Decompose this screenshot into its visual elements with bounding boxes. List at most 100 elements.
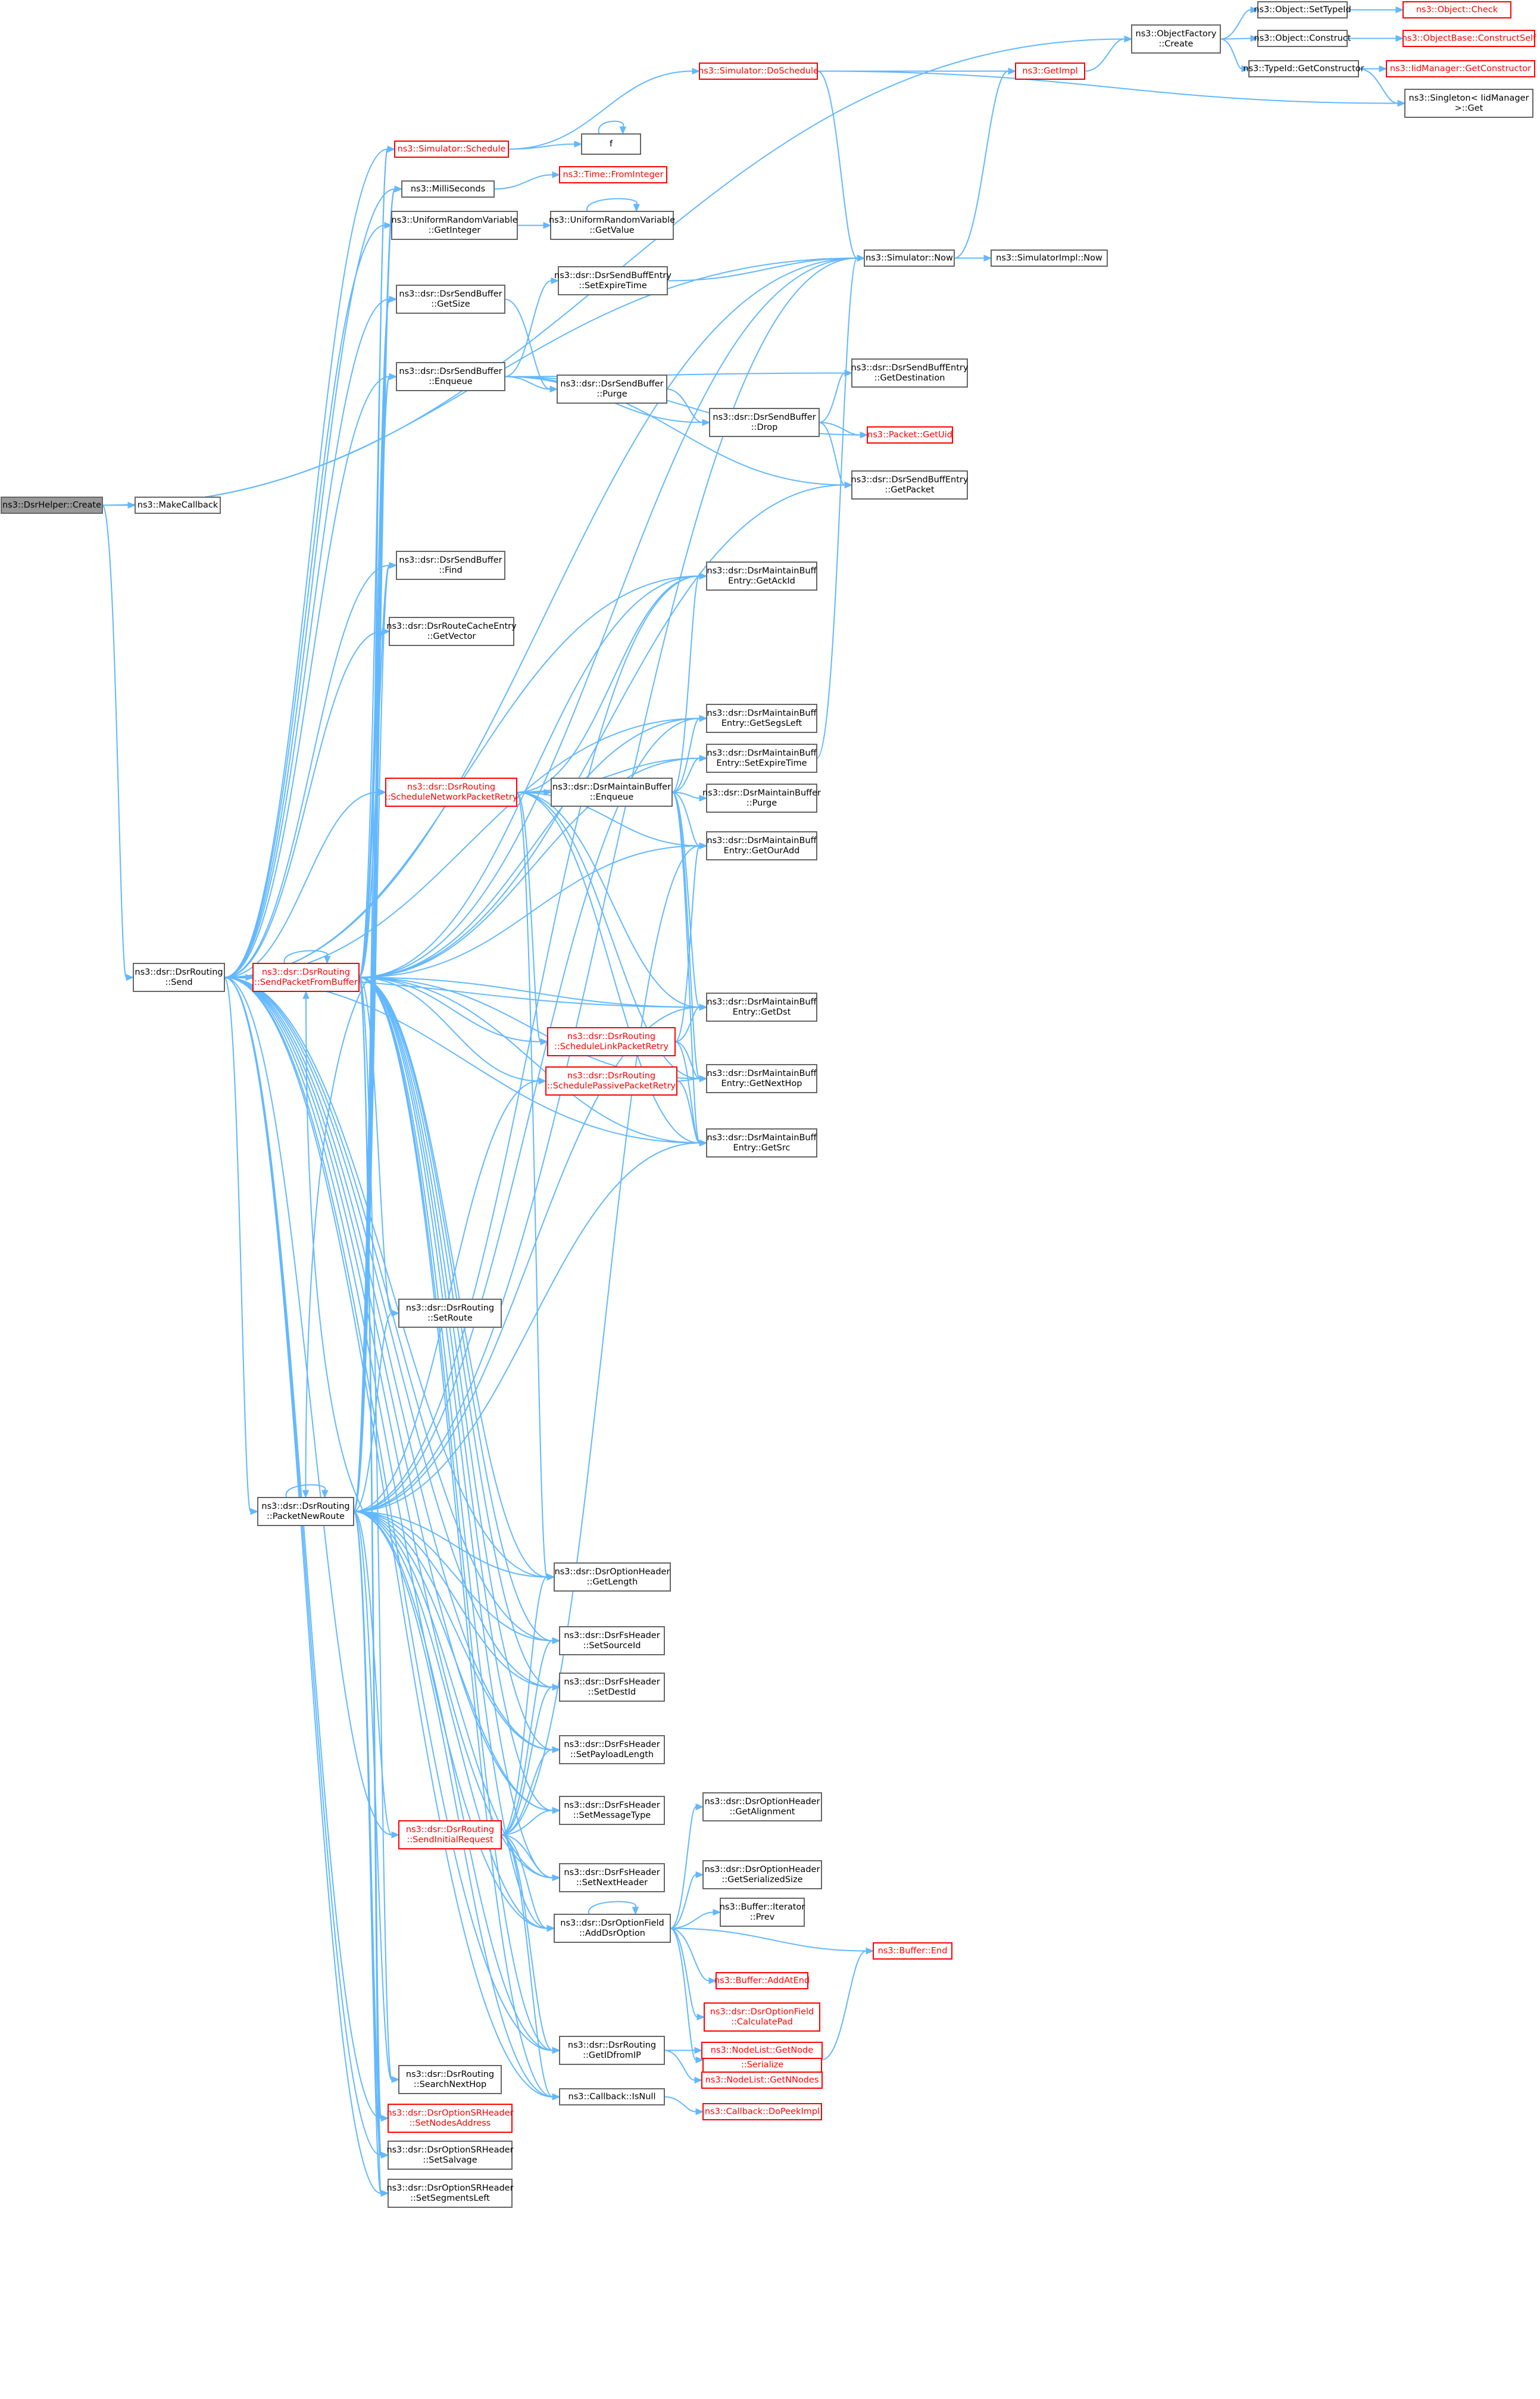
node-sr-set-segments-left[interactable]: ns3::dsr::DsrOptionSRHeader::SetSegments… bbox=[386, 2179, 514, 2208]
node-get-impl[interactable]: ns3::GetImpl bbox=[1015, 63, 1085, 80]
node-sr-set-nodes-address[interactable]: ns3::dsr::DsrOptionSRHeader::SetNodesAdd… bbox=[386, 2104, 514, 2133]
node-simulator-impl-now[interactable]: ns3::SimulatorImpl::Now bbox=[991, 249, 1108, 267]
node-sr-set-salvage[interactable]: ns3::dsr::DsrOptionSRHeader::SetSalvage bbox=[386, 2141, 514, 2170]
node-schedule-network-packet-retry[interactable]: ns3::dsr::DsrRouting::ScheduleNetworkPac… bbox=[385, 778, 518, 807]
node-label: ::Find bbox=[439, 566, 462, 575]
node-object-set-type-id[interactable]: ns3::Object::SetTypeId bbox=[1254, 1, 1351, 18]
edge-maintain-buffer-enqueue-to-maintain-buffer-purge bbox=[671, 791, 708, 802]
node-object-check[interactable]: ns3::Object::Check bbox=[1402, 1, 1511, 18]
node-box bbox=[559, 1863, 665, 1892]
node-fs-set-source-id[interactable]: ns3::dsr::DsrFsHeader::SetSourceId bbox=[559, 1626, 665, 1655]
node-f[interactable]: f bbox=[581, 133, 641, 155]
node-send-buffer-enqueue[interactable]: ns3::dsr::DsrSendBuffer::Enqueue bbox=[396, 362, 505, 391]
node-label: ::SetSalvage bbox=[423, 2155, 477, 2165]
node-callback-do-peek-impl[interactable]: ns3::Callback::DoPeekImpl bbox=[702, 2103, 822, 2120]
node-routing-send[interactable]: ns3::dsr::DsrRouting::Send bbox=[133, 963, 225, 992]
node-singleton-get[interactable]: ns3::Singleton< IidManager >::Get bbox=[1404, 89, 1533, 118]
node-send-buffer-get-size[interactable]: ns3::dsr::DsrSendBuffer::GetSize bbox=[396, 285, 505, 314]
node-node-list-get-n-nodes[interactable]: ns3::NodeList::GetNNodes bbox=[701, 2072, 823, 2089]
node-routing-get-i-dfrom-ip[interactable]: ns3::dsr::DsrRouting::GetIDfromIP bbox=[559, 2036, 665, 2065]
node-schedule-link-packet-retry[interactable]: ns3::dsr::DsrRouting::ScheduleLinkPacket… bbox=[547, 1027, 676, 1056]
edge-send-packet-from-buffer-to-schedule-link-packet-retry bbox=[358, 977, 549, 1046]
node-dsr-helper-create[interactable]: ns3::DsrHelper::Create bbox=[1, 497, 103, 514]
edge-option-field-add-dsr-option-to-buffer-add-at-end bbox=[670, 1927, 717, 1985]
node-option-field-calculate-pad[interactable]: ns3::dsr::DsrOptionField::CalculatePad bbox=[704, 2002, 820, 2032]
node-box bbox=[559, 166, 667, 183]
edge-object-set-type-id-to-object-check bbox=[1347, 6, 1404, 14]
edge-routing-send-to-route-cache-entry-get-vector bbox=[224, 628, 391, 978]
node-send-buff-entry-get-packet[interactable]: ns3::dsr::DsrSendBuffEntry::GetPacket bbox=[851, 470, 969, 500]
node-maintain-get-our-add[interactable]: ns3::dsr::DsrMaintainBuffEntry::GetOurAd… bbox=[706, 831, 817, 860]
node-maintain-buffer-purge[interactable]: ns3::dsr::DsrMaintainBuffer::Purge bbox=[702, 784, 821, 813]
node-box bbox=[257, 1497, 354, 1526]
edge-send-packet-from-buffer-to-send-buff-entry-get-packet bbox=[358, 481, 853, 978]
node-fs-set-message-type[interactable]: ns3::dsr::DsrFsHeader::SetMessageType bbox=[559, 1796, 665, 1825]
node-box bbox=[706, 704, 817, 733]
node-urv-get-integer[interactable]: ns3::UniformRandomVariable::GetInteger bbox=[391, 211, 518, 240]
node-send-initial-request[interactable]: ns3::dsr::DsrRouting::SendInitialRequest bbox=[398, 1820, 502, 1849]
node-send-buffer-find[interactable]: ns3::dsr::DsrSendBuffer::Find bbox=[396, 551, 505, 580]
node-label: ::Prev bbox=[750, 1913, 775, 1922]
node-node-list-get-node[interactable]: ns3::NodeList::GetNode bbox=[701, 2042, 823, 2059]
edge-routing-send-to-simulator-now bbox=[224, 254, 866, 978]
node-send-buff-entry-get-destination[interactable]: ns3::dsr::DsrSendBuffEntry::GetDestinati… bbox=[851, 358, 969, 388]
node-label: ::SetPayloadLength bbox=[570, 1750, 654, 1760]
node-simulator-now[interactable]: ns3::Simulator::Now bbox=[864, 249, 955, 267]
node-packet-get-uid[interactable]: ns3::Packet::GetUid bbox=[867, 426, 953, 444]
node-routing-search-next-hop[interactable]: ns3::dsr::DsrRouting::SearchNextHop bbox=[398, 2065, 502, 2094]
node-iid-manager-get-constructor[interactable]: ns3::IidManager::GetConstructor bbox=[1386, 60, 1535, 77]
node-maintain-get-segs-left[interactable]: ns3::dsr::DsrMaintainBuffEntry::GetSegsL… bbox=[706, 704, 817, 733]
node-maintain-buffer-enqueue[interactable]: ns3::dsr::DsrMaintainBuffer::Enqueue bbox=[551, 778, 673, 807]
node-box bbox=[559, 1673, 665, 1702]
node-buffer-add-at-end[interactable]: ns3::Buffer::AddAtEnd bbox=[714, 1972, 810, 1989]
node-type-id-get-constructor[interactable]: ns3::TypeId::GetConstructor bbox=[1243, 60, 1364, 77]
node-maintain-set-expire-time[interactable]: ns3::dsr::DsrMaintainBuffEntry::SetExpir… bbox=[706, 744, 817, 773]
node-fs-set-payload-length[interactable]: ns3::dsr::DsrFsHeader::SetPayloadLength bbox=[559, 1735, 665, 1764]
node-label: Entry::GetNextHop bbox=[721, 1079, 802, 1088]
node-make-callback[interactable]: ns3::MakeCallback bbox=[135, 497, 221, 514]
node-buffer-end[interactable]: ns3::Buffer::End bbox=[873, 1942, 952, 1960]
node-option-header-get-serialized-size[interactable]: ns3::dsr::DsrOptionHeader::GetSerialized… bbox=[702, 1860, 822, 1889]
edge-option-field-add-dsr-option-to-option-header-get-alignment bbox=[670, 1803, 704, 1929]
node-simulator-do-schedule[interactable]: ns3::Simulator::DoSchedule bbox=[698, 63, 819, 80]
node-option-header-get-length[interactable]: ns3::dsr::DsrOptionHeader::GetLength bbox=[554, 1562, 671, 1592]
edge-packet-new-route-to-simulator-now bbox=[353, 254, 866, 1512]
edge-send-packet-from-buffer-to-packet-new-route bbox=[302, 977, 368, 1499]
node-buffer-iterator-prev[interactable]: ns3::Buffer::Iterator::Prev bbox=[720, 1898, 805, 1927]
node-label: ::SetMessageType bbox=[573, 1811, 651, 1820]
node-send-buffer-purge[interactable]: ns3::dsr::DsrSendBuffer::Purge bbox=[557, 375, 667, 404]
node-send-packet-from-buffer[interactable]: ns3::dsr::DsrRouting::SendPacketFromBuff… bbox=[252, 963, 360, 992]
node-object-factory-create[interactable]: ns3::ObjectFactory::Create bbox=[1131, 24, 1221, 54]
node-box bbox=[559, 2088, 665, 2105]
node-fs-set-dest-id[interactable]: ns3::dsr::DsrFsHeader::SetDestId bbox=[559, 1673, 665, 1702]
node-fs-set-next-header[interactable]: ns3::dsr::DsrFsHeader::SetNextHeader bbox=[559, 1863, 665, 1892]
node-urv-get-value[interactable]: ns3::UniformRandomVariable::GetValue bbox=[549, 211, 675, 240]
node-box bbox=[706, 993, 817, 1022]
node-route-cache-entry-get-vector[interactable]: ns3::dsr::DsrRouteCacheEntry::GetVector bbox=[386, 617, 517, 646]
node-packet-new-route[interactable]: ns3::dsr::DsrRouting::PacketNewRoute bbox=[257, 1497, 354, 1526]
node-send-buff-entry-set-expire-time[interactable]: ns3::dsr::DsrSendBuffEntry::SetExpireTim… bbox=[554, 266, 671, 295]
node-routing-set-route[interactable]: ns3::dsr::DsrRouting::SetRoute bbox=[398, 1299, 502, 1328]
edge-send-initial-request-to-maintain-get-our-add bbox=[501, 842, 708, 1836]
node-label: ns3::dsr::DsrRouting bbox=[568, 2041, 656, 2050]
node-simulator-schedule[interactable]: ns3::Simulator::Schedule bbox=[394, 141, 509, 158]
node-time-from-integer[interactable]: ns3::Time::FromInteger bbox=[559, 166, 667, 183]
node-object-construct[interactable]: ns3::Object::Construct bbox=[1254, 30, 1351, 47]
node-schedule-passive-packet-retry[interactable]: ns3::dsr::DsrRouting::SchedulePassivePac… bbox=[545, 1066, 677, 1096]
node-label: ns3::dsr::DsrSendBuffEntry bbox=[851, 475, 969, 485]
node-label: ns3::dsr::DsrSendBuffer bbox=[713, 413, 816, 422]
node-callback-is-null[interactable]: ns3::Callback::IsNull bbox=[559, 2088, 665, 2105]
node-milli-seconds[interactable]: ns3::MilliSeconds bbox=[401, 180, 495, 198]
node-label: ::PacketNewRoute bbox=[267, 1512, 345, 1521]
node-option-header-get-alignment[interactable]: ns3::dsr::DsrOptionHeader::GetAlignment bbox=[702, 1792, 822, 1821]
node-option-field-add-dsr-option[interactable]: ns3::dsr::DsrOptionField::AddDsrOption bbox=[554, 1914, 671, 1943]
node-label: ::SendInitialRequest bbox=[407, 1835, 493, 1845]
node-maintain-get-next-hop[interactable]: ns3::dsr::DsrMaintainBuffEntry::GetNextH… bbox=[706, 1064, 817, 1093]
node-send-buffer-drop[interactable]: ns3::dsr::DsrSendBuffer::Drop bbox=[709, 408, 820, 437]
node-box bbox=[388, 2104, 513, 2133]
edge-simulator-now-to-get-impl bbox=[954, 67, 1017, 259]
node-object-base-construct-self[interactable]: ns3::ObjectBase::ConstructSelf bbox=[1402, 30, 1536, 47]
